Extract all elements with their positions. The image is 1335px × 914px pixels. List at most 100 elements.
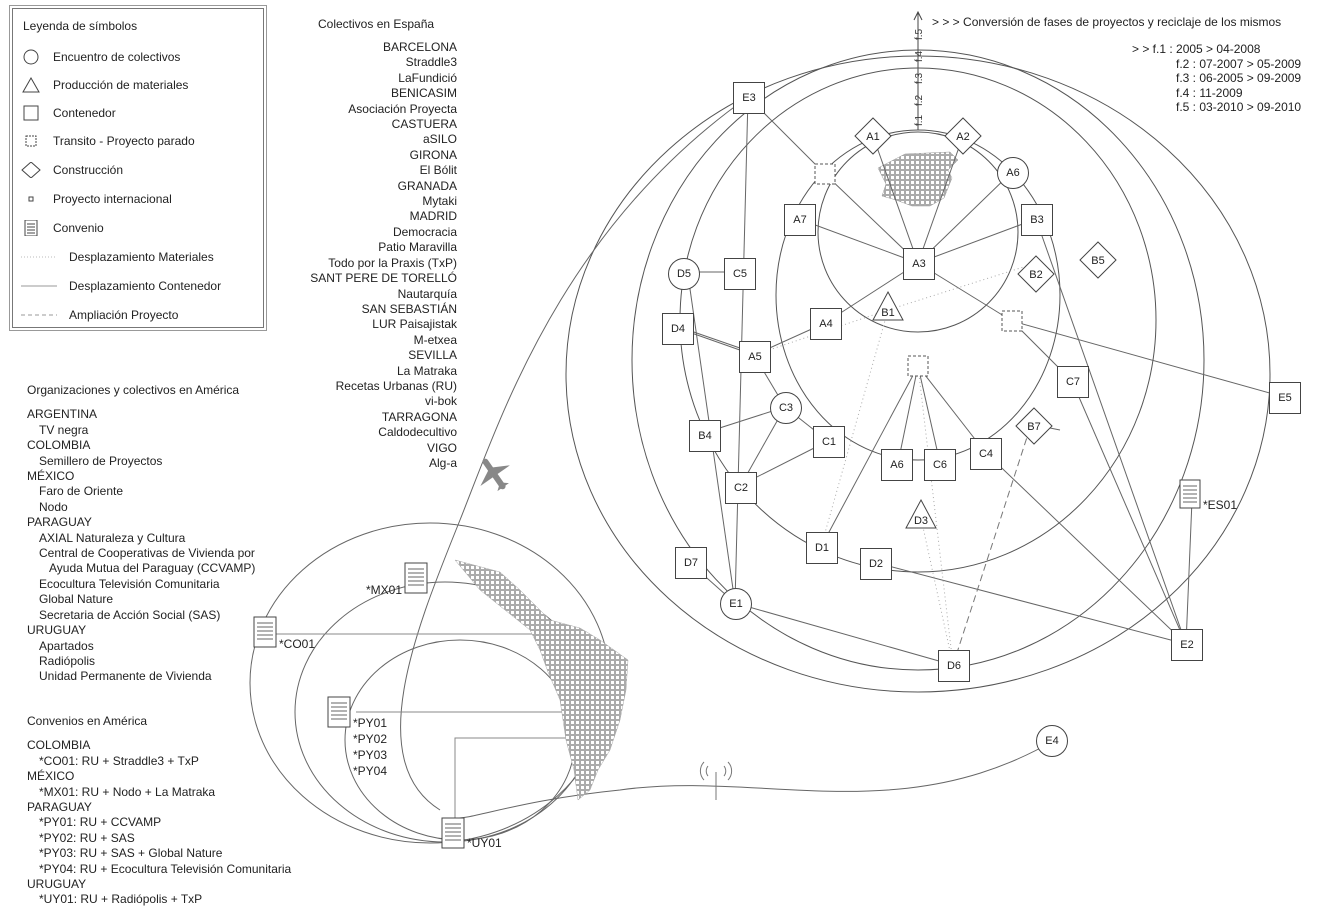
node-A2[interactable]: A2 [944,117,982,155]
circle-icon [23,49,39,65]
node-C2[interactable]: C2 [725,472,757,504]
node-E2[interactable]: E2 [1171,629,1203,661]
node-D3[interactable]: D3 [905,498,937,529]
axis-f2: f.2 [914,94,925,106]
node-C6[interactable]: C6 [924,449,956,481]
node-B2[interactable]: B2 [1017,255,1055,293]
label-py02: *PY02 [353,732,388,746]
diamond-icon [21,162,41,178]
node-E4[interactable]: E4 [1036,725,1068,757]
phase-item: f.5 : 03-2010 > 09-2010 [1176,100,1302,115]
doc-uy01-icon[interactable] [441,817,465,849]
node-A6-bottom[interactable]: A6 [881,449,913,481]
list-item: Central de Cooperativas de Vivienda por [39,546,255,561]
svg-text:B1: B1 [881,307,894,319]
country-heading: URUGUAY [27,623,87,638]
country-heading: PARAGUAY [27,515,92,530]
list-item: *PY03: RU + SAS + Global Nature [39,846,223,861]
phase-item: f.2 : 07-2007 > 05-2009 [1176,56,1302,71]
svg-text:A2: A2 [956,131,969,143]
node-C5[interactable]: C5 [724,258,756,290]
spain-list-item: La Matraka [396,363,457,378]
phase-axis-arrow-icon [913,10,923,21]
doc-co01-icon[interactable] [253,616,277,648]
list-item: Ecocultura Televisión Comunitaria [39,576,220,591]
americas-map [454,559,629,801]
america-title: Organizaciones y colectivos en América [27,383,240,397]
extension-line [952,427,1031,666]
legend-item-contenedor: Contenedor [13,103,263,123]
svg-text:B2: B2 [1029,269,1042,281]
node-A5[interactable]: A5 [739,341,771,373]
node-B4[interactable]: B4 [689,420,721,452]
transit-squares [814,163,1023,377]
legend-item-convenio: Convenio [13,218,263,238]
node-A4[interactable]: A4 [810,308,842,340]
node-C1[interactable]: C1 [813,426,845,458]
spain-list-item: SEVILLA [408,348,457,363]
dashed-line-icon [21,314,57,316]
node-A6-top[interactable]: A6 [997,157,1029,189]
svg-text:B7: B7 [1027,421,1040,433]
node-E5[interactable]: E5 [1269,382,1301,414]
node-D4[interactable]: D4 [662,313,694,345]
list-item: *PY02: RU + SAS [39,830,135,845]
node-D1[interactable]: D1 [806,532,838,564]
node-E3[interactable]: E3 [733,82,765,114]
list-item: *PY04: RU + Ecocultura Televisión Comuni… [39,861,292,876]
phase-item: f.4 : 11-2009 [1176,85,1243,100]
node-A7[interactable]: A7 [784,204,816,236]
node-C4[interactable]: C4 [970,438,1002,470]
label-py01: *PY01 [353,716,388,730]
spain-list-item: Todo por la Praxis (TxP) [328,255,457,270]
node-D6[interactable]: D6 [938,650,970,682]
node-A1[interactable]: A1 [854,117,892,155]
list-item: TV negra [39,422,89,437]
spain-list-item: vi-bok [424,394,457,409]
spain-list-item: Democracia [392,224,457,239]
country-heading: COLOMBIA [27,738,91,753]
doc-py-icon[interactable] [327,696,351,728]
label-uy01: *UY01 [467,836,502,850]
spain-title: Colectivos en España [318,17,435,31]
dashed-square-icon [25,135,37,147]
node-D7[interactable]: D7 [675,547,707,579]
legend-item-internacional: Proyecto internacional [13,189,263,209]
doc-mx01-icon[interactable] [404,562,428,594]
spain-list-item: aSILO [422,132,457,147]
spain-list-item: Mytaki [422,194,457,209]
spain-list-item: VIGO [426,440,457,455]
list-item: Global Nature [39,592,114,607]
node-B5[interactable]: B5 [1079,241,1117,279]
legend-item-materiales: Desplazamiento Materiales [13,247,263,267]
axis-f3: f.3 [914,72,925,84]
triangle-icon [22,77,40,93]
legend-item-construccion: Construcción [13,160,263,180]
node-A3[interactable]: A3 [903,248,935,280]
spain-list-item: GIRONA [409,147,457,162]
spain-list-item: BENICASIM [390,86,457,101]
uy-link [454,737,614,818]
node-C7[interactable]: C7 [1057,366,1089,398]
spain-list-item: Asociación Proyecta [348,101,457,116]
node-D2[interactable]: D2 [860,548,892,580]
spain-map [877,151,959,207]
node-B7[interactable]: B7 [1015,407,1053,445]
list-item: *MX01: RU + Nodo + La Matraka [39,784,216,799]
spain-list-item: Alg-a [428,455,457,470]
list-item: *CO01: RU + Straddle3 + TxP [39,753,199,768]
node-C3[interactable]: C3 [770,392,802,424]
list-item: Unidad Permanente de Vivienda [39,669,212,684]
country-heading: COLOMBIA [27,438,91,453]
spain-list-item: M-etxea [413,332,457,347]
node-B3[interactable]: B3 [1021,204,1053,236]
doc-es01-icon[interactable] [1179,479,1201,509]
country-heading: PARAGUAY [27,800,92,815]
node-B1[interactable]: B1 [872,290,904,321]
node-D5[interactable]: D5 [668,258,700,290]
node-E1[interactable]: E1 [720,588,752,620]
document-icon [24,220,38,236]
list-item: Apartados [39,638,94,653]
